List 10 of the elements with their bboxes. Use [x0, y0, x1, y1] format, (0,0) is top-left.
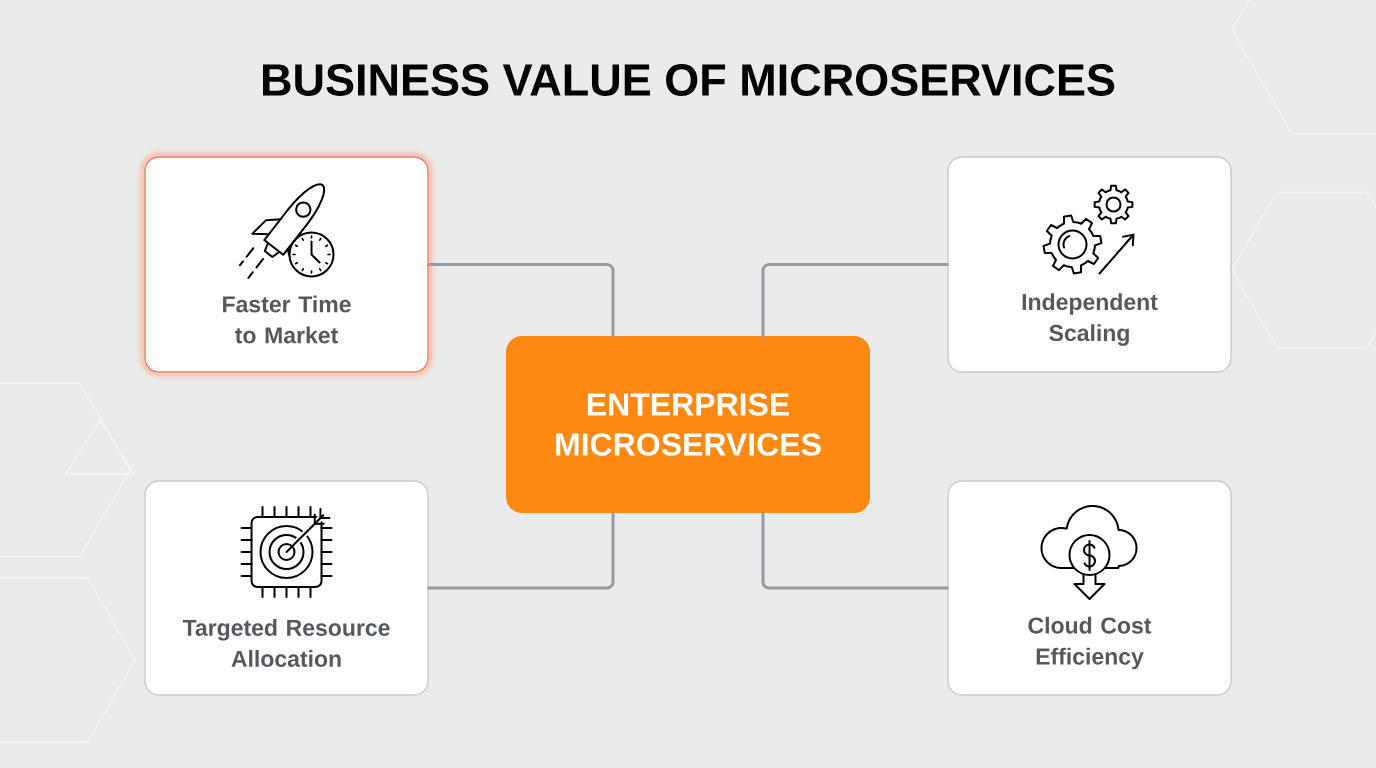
connector-line [427, 263, 615, 338]
connector-line [761, 263, 949, 338]
connector-line [427, 511, 615, 590]
connector-line [761, 511, 949, 590]
hub-box: ENTERPRISE MICROSERVICES [506, 336, 870, 513]
benefit-card: Independent Scaling [947, 156, 1232, 373]
title: BUSINESS VALUE OF MICROSERVICES [263, 64, 1115, 96]
benefit-card: Cloud Cost Efficiency [947, 480, 1232, 696]
benefit-card: Faster Time to Market [136, 148, 437, 381]
benefit-card: Targeted Resource Allocation [144, 480, 429, 696]
